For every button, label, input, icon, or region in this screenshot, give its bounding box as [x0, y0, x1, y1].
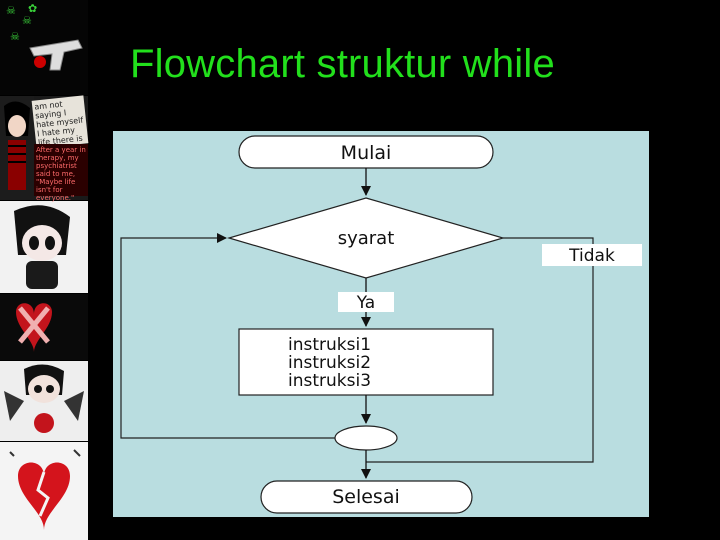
heart-panel [0, 294, 88, 360]
broken-heart-icon [9, 449, 81, 530]
emo-doll-panel [0, 201, 88, 293]
body-line-2: instruksi2 [288, 353, 371, 373]
false-label-box [542, 244, 642, 266]
false-branch-line [366, 237, 594, 463]
condition-label: syarat [338, 228, 395, 249]
broken-heart-panel [0, 442, 88, 540]
quote-note: After a year in therapy, my psychiatrist… [34, 144, 88, 202]
emo-figure-icon [0, 96, 34, 200]
winged-doll-panel [0, 361, 88, 441]
decorative-collage: ☠ ☠ ☠ ✿ [0, 0, 90, 540]
skull-icon: ☠ [10, 31, 20, 43]
skull-icon: ☠ [22, 15, 32, 27]
flowchart-background [113, 131, 649, 517]
start-label: Mulai [341, 142, 392, 164]
pistol-icon [29, 39, 83, 71]
heart-icon [16, 303, 52, 352]
true-label-box [338, 292, 394, 312]
winged-doll-icon [4, 364, 84, 433]
emo-doll-icon [14, 205, 70, 289]
body-line-1: instruksi1 [288, 335, 371, 355]
skull-icon: ☠ [6, 5, 16, 17]
slide-title: Flowchart struktur while [130, 42, 555, 86]
body-line-3: instruksi3 [288, 371, 371, 391]
end-terminator [260, 480, 473, 514]
false-label: Tidak [568, 246, 615, 266]
skull-pistol-panel: ☠ ☠ ☠ ✿ [0, 0, 88, 95]
body-process-box [238, 328, 494, 396]
connector-node [334, 425, 398, 451]
end-label: Selesai [332, 486, 400, 508]
skull-icon: ✿ [28, 3, 38, 15]
true-label: Ya [356, 293, 375, 313]
loop-back-arrow [120, 233, 335, 439]
